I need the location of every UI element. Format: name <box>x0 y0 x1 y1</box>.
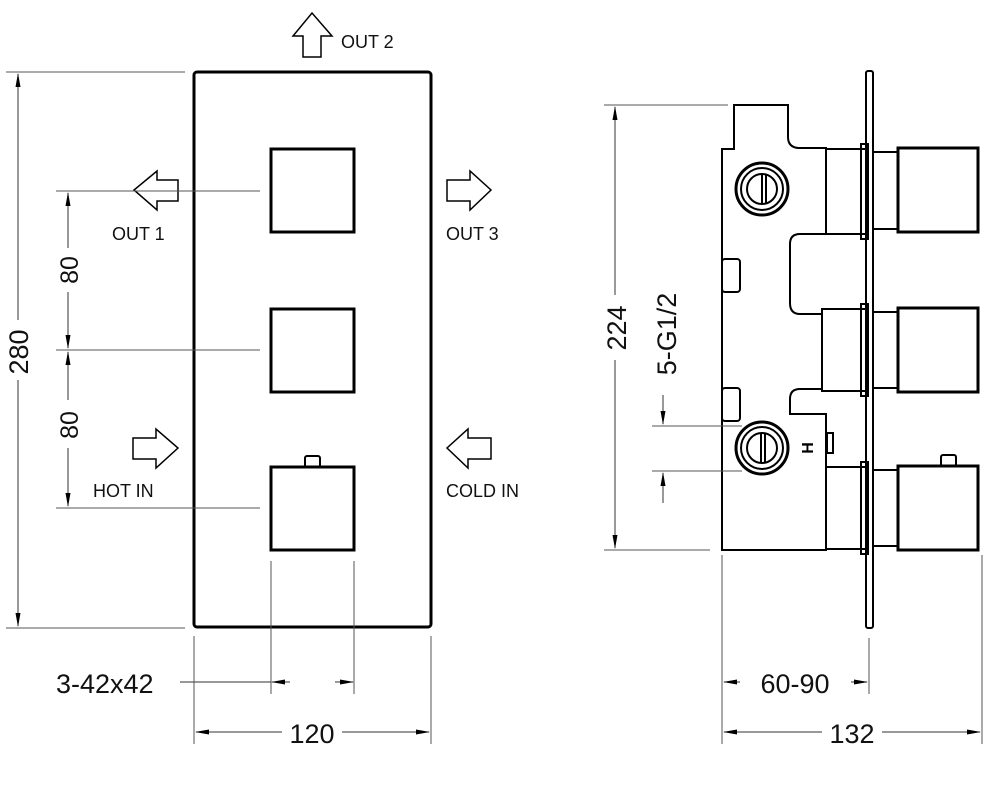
front-view: OUT 2 OUT 1 OUT 3 HOT IN COLD IN 280 80 … <box>4 11 519 749</box>
spacing-lower-dimension: 80 <box>56 411 84 439</box>
port-upper-icon <box>734 161 790 217</box>
thread-dimension: 5-G1/2 <box>652 293 682 376</box>
cold-in-label: COLD IN <box>446 481 519 501</box>
hot-marker: H <box>800 442 817 454</box>
out3-arrow-icon <box>446 169 493 212</box>
out3-label: OUT 3 <box>446 224 499 244</box>
cold-in-arrow-icon <box>445 427 492 470</box>
body-height-dimension: 224 <box>602 305 632 350</box>
overall-depth-dimension: 132 <box>829 719 874 749</box>
port-lower-icon <box>734 420 790 476</box>
side-handle-bottom <box>896 464 980 552</box>
depth-range-dimension: 60-90 <box>760 669 829 699</box>
out2-label: OUT 2 <box>341 32 394 52</box>
side-handle-top <box>896 146 980 234</box>
side-view: H 224 5-G1/2 60-90 132 <box>602 70 983 749</box>
handle-top <box>269 147 356 234</box>
handle-size-dimension: 3-42x42 <box>56 669 154 699</box>
handle-bottom-button <box>304 455 321 468</box>
side-handle-middle <box>896 306 980 394</box>
out2-arrow-icon <box>291 11 334 58</box>
valve-body <box>721 104 827 551</box>
out1-label: OUT 1 <box>112 224 165 244</box>
handle-middle <box>269 307 356 394</box>
hot-in-label: HOT IN <box>93 481 154 501</box>
height-dimension: 280 <box>4 329 34 374</box>
hot-in-arrow-icon <box>132 427 180 470</box>
handle-bottom <box>269 465 356 552</box>
width-dimension: 120 <box>289 719 334 749</box>
spacing-upper-dimension: 80 <box>56 256 84 284</box>
